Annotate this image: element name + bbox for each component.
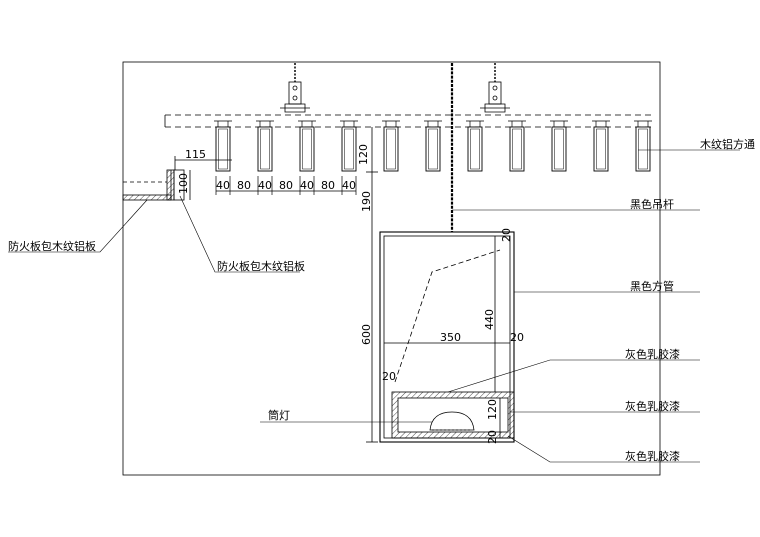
dim-20-top-text: 20: [500, 228, 513, 242]
aluminum-tube: [467, 126, 483, 172]
aluminum-tube-inner: [470, 128, 480, 170]
tube-clip: [550, 120, 568, 127]
spacing-dimension-row: 40 80 40 80 40 80 40: [215, 176, 357, 195]
aluminum-tube-inner: [554, 128, 564, 170]
spacing-text: 40: [258, 179, 272, 192]
dimension-600: 600: [360, 232, 378, 443]
downlight-lamp-icon: [429, 411, 475, 431]
aluminum-tube: [383, 126, 399, 172]
aluminum-tube: [635, 126, 651, 172]
dim-20-bottom-text: 20: [486, 430, 499, 444]
label-grey-latex-paint-2: 灰色乳胶漆: [625, 399, 680, 413]
aluminum-tube-inner: [218, 128, 228, 170]
dimension-440: 440: [483, 236, 496, 392]
spacing-text: 80: [237, 179, 251, 192]
dim-600-text: 600: [360, 324, 373, 345]
dim-350-text: 350: [440, 331, 461, 344]
dimension-115: 115: [174, 148, 232, 170]
aluminum-tube-inner: [260, 128, 270, 170]
tube-clip: [298, 120, 316, 127]
label-grey-latex-paint-1: 灰色乳胶漆: [625, 347, 680, 361]
drawing-frame: [122, 61, 661, 476]
aluminum-tube: [551, 126, 567, 172]
aluminum-tube-inner: [302, 128, 312, 170]
spacing-text: 80: [321, 179, 335, 192]
downlight-box: [391, 391, 515, 439]
hanger-left: [280, 63, 310, 113]
label-wood-grain-aluminum-tube: 木纹铝方通: [700, 137, 755, 151]
spacing-text: 40: [300, 179, 314, 192]
ceiling-carrier: [164, 114, 655, 128]
pendant-outline-dashed: [394, 249, 501, 383]
aluminum-tube-inner: [638, 128, 648, 170]
spacing-text: 40: [342, 179, 356, 192]
aluminum-tube: [341, 126, 357, 172]
tube-clip: [382, 120, 400, 127]
dim-190-text: 190: [360, 191, 373, 212]
spacing-text: 80: [279, 179, 293, 192]
dim-120-top-text: 120: [357, 144, 370, 165]
dim-100-text: 100: [177, 173, 190, 194]
tube-clip: [214, 120, 232, 127]
tube-clip: [340, 120, 358, 127]
dimension-100: 100: [177, 170, 191, 200]
tube-clip: [592, 120, 610, 127]
aluminum-tube-inner: [512, 128, 522, 170]
label-grey-latex-paint-3: 灰色乳胶漆: [625, 449, 680, 463]
dimension-190: 190: [360, 171, 378, 232]
label-downlight: 筒灯: [268, 408, 290, 422]
dimension-350: 350: [384, 331, 510, 344]
tube-clip: [466, 120, 484, 127]
tube-clip: [256, 120, 274, 127]
aluminum-tube: [257, 126, 273, 172]
tube-clip: [508, 120, 526, 127]
aluminum-tube: [593, 126, 609, 172]
spacing-text: 40: [216, 179, 230, 192]
dim-115-text: 115: [185, 148, 206, 161]
dim-440-text: 440: [483, 309, 496, 330]
aluminum-tube-inner: [428, 128, 438, 170]
tube-clip: [424, 120, 442, 127]
dim-20-left-text: 20: [382, 370, 396, 383]
dim-20-mid-text: 20: [510, 331, 524, 344]
label-fireproof-panel-right: 防火板包木纹铝板: [217, 259, 305, 273]
aluminum-tube-group: [214, 120, 652, 172]
dim-120-bottom-text: 120: [486, 399, 499, 420]
label-black-square-tube: 黑色方管: [630, 279, 674, 293]
aluminum-tube-inner: [386, 128, 396, 170]
aluminum-tube: [299, 126, 315, 172]
label-black-hanger-rod: 黑色吊杆: [630, 197, 674, 211]
aluminum-tube: [509, 126, 525, 172]
aluminum-tube: [215, 126, 231, 172]
aluminum-tube: [425, 126, 441, 172]
tube-clip: [634, 120, 652, 127]
leader-lines: [8, 149, 740, 463]
label-fireproof-panel-left: 防火板包木纹铝板: [8, 239, 96, 253]
fireproof-panel-left-shape: [122, 169, 185, 201]
hanger-right: [480, 63, 510, 113]
aluminum-tube-inner: [344, 128, 354, 170]
dimension-120-top: 120: [357, 127, 373, 172]
aluminum-tube-inner: [596, 128, 606, 170]
